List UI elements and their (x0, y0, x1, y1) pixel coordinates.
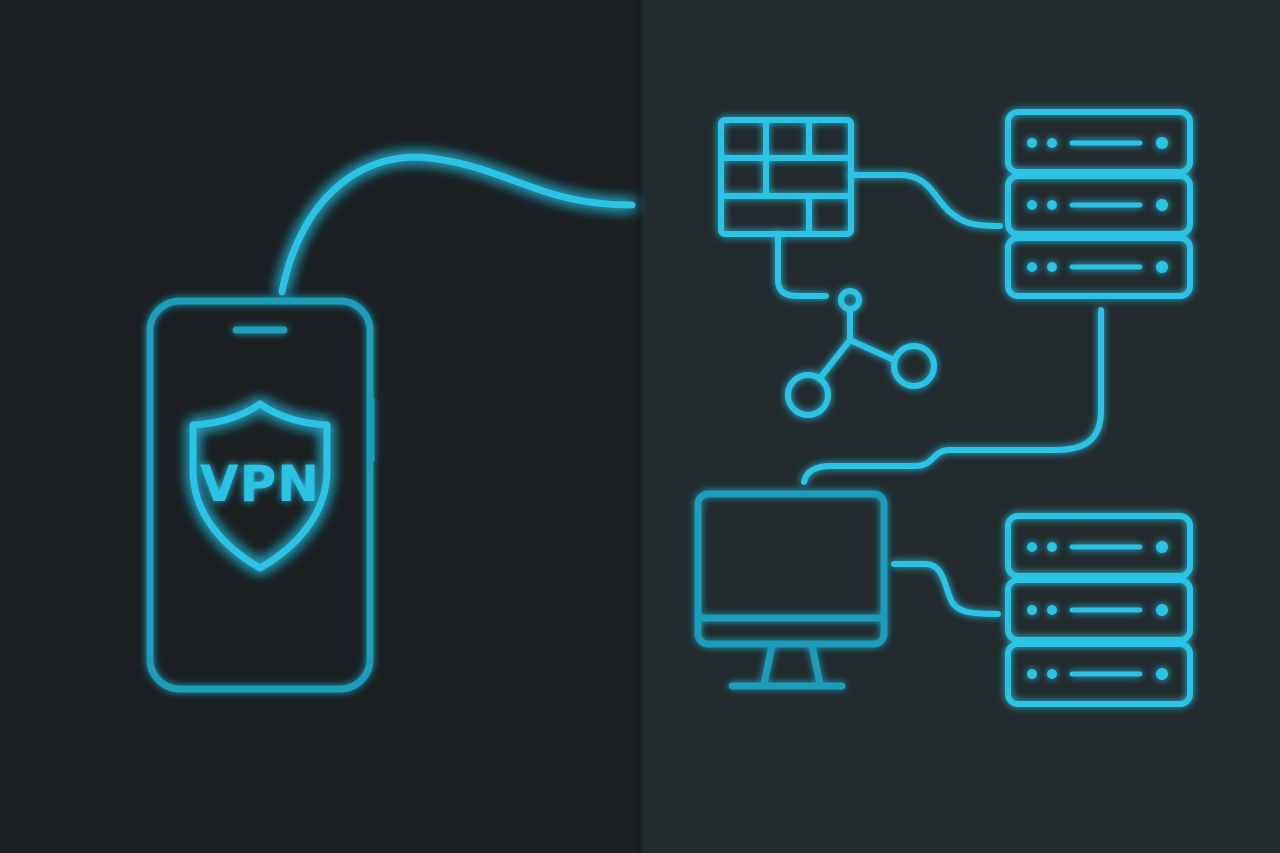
desktop-server-connector (891, 561, 1001, 617)
panel-divider (636, 0, 642, 853)
server-rack-bottom (1005, 513, 1193, 707)
vpn-tunnel-cable (278, 153, 636, 296)
vpn-label: VPN (200, 455, 320, 513)
firewall-hub-connector (775, 231, 829, 299)
shield-icon (189, 400, 331, 572)
server-rack-top (1005, 109, 1193, 299)
right-panel-background (640, 0, 1280, 853)
server-rack-icon (1005, 513, 1193, 707)
server-rack-icon (1005, 109, 1193, 299)
network-share-icon (785, 288, 937, 418)
desktop-monitor-icon (694, 490, 888, 690)
server-desktop-connector (801, 307, 1104, 485)
smartphone-icon (146, 297, 375, 693)
firewall-server-connector (848, 172, 1003, 229)
